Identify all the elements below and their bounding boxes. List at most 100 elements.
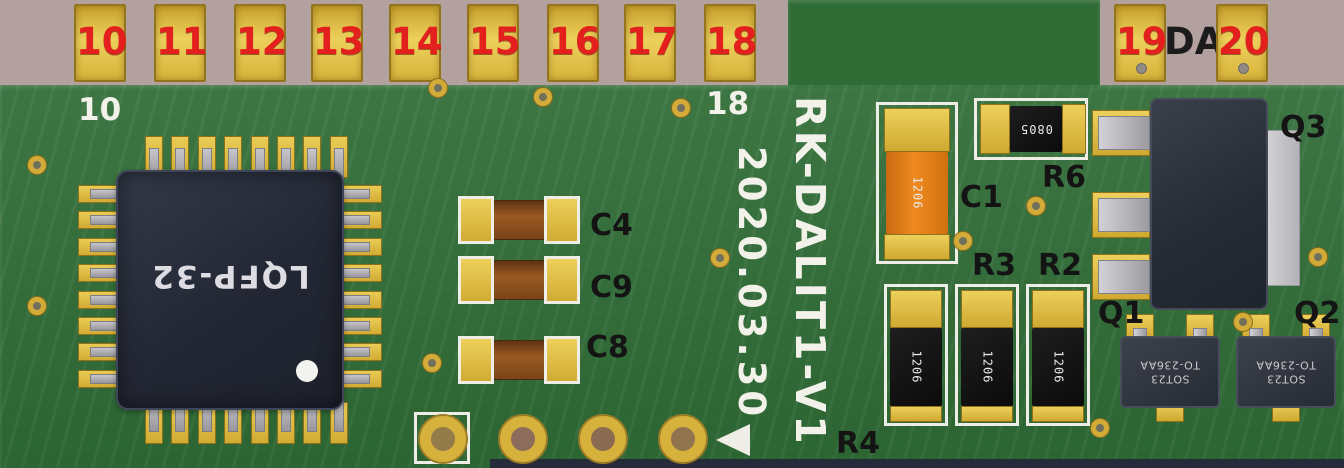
c8-ref-label: C8	[586, 330, 629, 365]
edge-pad-number: 13	[313, 20, 365, 63]
resistor-marking: 1206	[980, 350, 994, 384]
edge-pad-number: 20	[1218, 20, 1270, 63]
mounting-hole	[500, 416, 546, 462]
mounting-hole	[420, 416, 466, 462]
via	[28, 297, 46, 315]
silk-pin18-label: 18	[706, 86, 750, 122]
silk-arrow-icon	[716, 424, 750, 456]
c8-pad-left	[458, 336, 494, 384]
r6-resistor-body: 0805	[1010, 106, 1062, 152]
c8-pad-right	[544, 336, 580, 384]
c1-silkscreen-frame	[876, 102, 958, 264]
da-silkscreen-label: DA	[1164, 20, 1224, 63]
via	[711, 249, 729, 267]
via	[1091, 419, 1109, 437]
resistor-pad	[890, 290, 942, 328]
lqfp32-chip-label: LQFP-32	[150, 258, 310, 294]
via	[672, 99, 690, 117]
q2-ref-label: Q2	[1294, 296, 1341, 331]
chip-pin1-dot	[296, 360, 318, 382]
edge-pad-number: 10	[76, 20, 128, 63]
via	[534, 88, 552, 106]
via	[954, 232, 972, 250]
sot-marking-line: TO-236AA	[1139, 359, 1200, 372]
resistor-frame	[884, 284, 948, 426]
resistor-body: 1206	[890, 328, 942, 406]
via	[423, 354, 441, 372]
pad-hole	[1136, 63, 1147, 74]
resistor-pad	[1032, 290, 1084, 328]
c1-ref-label: C1	[960, 180, 1003, 215]
via	[1027, 197, 1045, 215]
c4-ref-label: C4	[590, 208, 633, 243]
q3-lead	[1098, 116, 1150, 150]
c1-pad-top	[884, 108, 950, 152]
c4-pad-left	[458, 196, 494, 244]
via	[28, 156, 46, 174]
q2-pad	[1302, 314, 1330, 340]
edge-pad-10: 10	[74, 4, 128, 82]
mounting-hole	[580, 416, 626, 462]
c9-pad-left	[458, 256, 494, 304]
silk-date-text: 2020.03.30	[730, 146, 773, 421]
c8-capacitor-body	[490, 340, 548, 380]
c1-pad-bottom	[884, 234, 950, 260]
edge-pad-17: 17	[624, 4, 678, 82]
resistor-pad	[890, 406, 942, 422]
r6-ref-label: R6	[1042, 160, 1086, 195]
sot-marking-line: SOT23	[1266, 372, 1306, 386]
hole1-silkscreen-frame	[414, 412, 470, 464]
pad-hole	[1238, 63, 1249, 74]
c9-pad-right	[544, 256, 580, 304]
c1-capacitor-body: 1206	[886, 152, 948, 234]
edge-pad-12: 12	[234, 4, 288, 82]
resistor-body: 1206	[1032, 328, 1084, 406]
r6-silkscreen-frame	[974, 98, 1088, 160]
silk-title-text: RK-DALIT1-V1	[786, 96, 834, 447]
edge-pad-13: 13	[311, 4, 365, 82]
edge-pad-20: 20	[1216, 4, 1270, 82]
edge-pad-number: 15	[469, 20, 521, 63]
r4-ref-label: R4	[836, 426, 880, 461]
c9-ref-label: C9	[590, 270, 633, 305]
edge-pad-number: 14	[391, 20, 443, 63]
r2-ref-label: R2	[1038, 248, 1082, 283]
edge-pad-16: 16	[547, 4, 601, 82]
edge-pad-18: 18	[704, 4, 758, 82]
r3-ref-label: R3	[972, 248, 1016, 283]
resistor-frame	[1026, 284, 1090, 426]
resistor-pad	[1032, 406, 1084, 422]
edge-pad-number: 12	[236, 20, 288, 63]
q3-lead	[1098, 198, 1150, 232]
edge-pad-number: 17	[626, 20, 678, 63]
silk-pin10-label: 10	[78, 92, 122, 128]
board-edge-shadow	[490, 459, 1344, 468]
r6-pad-left	[980, 104, 1010, 154]
via	[429, 79, 447, 97]
resistor-pad	[961, 406, 1013, 422]
resistor-marking: 1206	[1051, 350, 1065, 384]
sot-marking-line: TO-236AA	[1255, 359, 1316, 372]
resistor-marking: 1206	[909, 350, 923, 384]
c4-pad-right	[544, 196, 580, 244]
q3-ref-label: Q3	[1280, 110, 1327, 145]
c4-capacitor-body	[490, 200, 548, 240]
edge-pad-11: 11	[154, 4, 208, 82]
c9-capacitor-body	[490, 260, 548, 300]
via	[1234, 313, 1252, 331]
r6-pad-right	[1062, 104, 1086, 154]
edge-pad-number: 18	[706, 20, 758, 63]
q3-lead	[1098, 260, 1150, 294]
q1-ref-label: Q1	[1098, 296, 1145, 331]
edge-pad-19: 19	[1114, 4, 1168, 82]
c1-marking: 1206	[910, 176, 924, 210]
q3-transistor-body	[1150, 98, 1268, 310]
edge-pad-15: 15	[467, 4, 521, 82]
edge-pad-number: 19	[1116, 20, 1168, 63]
mounting-hole	[660, 416, 706, 462]
